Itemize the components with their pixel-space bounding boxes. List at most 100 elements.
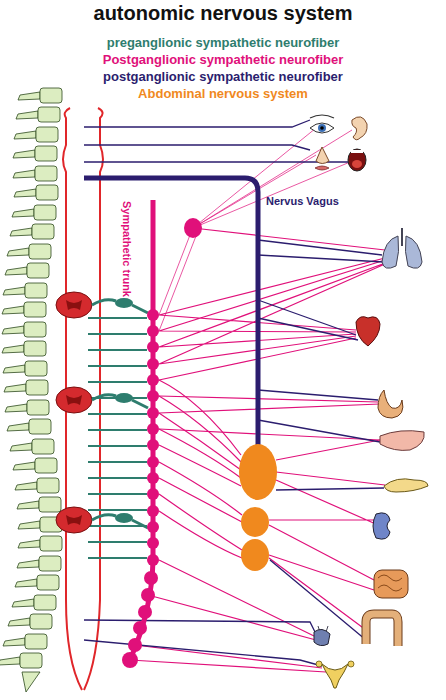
spinal-nerve-root bbox=[92, 515, 116, 520]
preganglionic-fibers bbox=[88, 318, 147, 558]
spinal-nerve-root bbox=[132, 305, 148, 313]
diagram-title: autonomic nervous system bbox=[0, 2, 446, 25]
trunk-ganglion bbox=[147, 521, 159, 533]
cord-cross-section bbox=[56, 387, 92, 413]
vertebra bbox=[14, 185, 58, 200]
vertebra bbox=[18, 88, 62, 103]
vertebra bbox=[18, 536, 62, 551]
sympathetic-trunk bbox=[122, 200, 202, 668]
vertebra bbox=[10, 224, 54, 239]
eye bbox=[310, 123, 334, 133]
trunk-ganglion bbox=[147, 439, 159, 451]
trunk-ganglion bbox=[147, 341, 159, 353]
vertebra bbox=[13, 458, 57, 473]
grey-matter bbox=[66, 300, 82, 310]
postganglionic-fibers-navy bbox=[84, 120, 384, 666]
spinal-ganglion bbox=[115, 513, 133, 523]
trunk-ganglion bbox=[147, 537, 159, 549]
vertebra bbox=[17, 497, 61, 512]
legend-text: Postganglionic sympathetic neurofiber bbox=[103, 52, 344, 67]
ear bbox=[352, 117, 367, 140]
lips bbox=[315, 166, 329, 170]
trunk-ganglion bbox=[147, 407, 159, 419]
ovary bbox=[316, 661, 322, 667]
trunk-ganglion bbox=[147, 325, 159, 337]
vertebra bbox=[13, 166, 57, 181]
trunk-ganglion bbox=[147, 423, 159, 435]
trunk-ganglion bbox=[144, 571, 158, 585]
vertebra bbox=[3, 361, 47, 376]
vertebra bbox=[7, 419, 51, 434]
trunk-ganglion bbox=[147, 374, 159, 386]
coccyx bbox=[22, 672, 40, 692]
legend-text: postganglionic sympathetic neurofiber bbox=[103, 69, 343, 84]
trunk-ganglion bbox=[147, 358, 159, 370]
legend-swatch: preganglionic sympathetic neurofiber bbox=[0, 36, 446, 51]
colon bbox=[366, 614, 398, 646]
postganglionic-fiber bbox=[269, 440, 385, 630]
vertebra bbox=[3, 634, 47, 649]
bladder bbox=[314, 629, 330, 645]
kidney bbox=[373, 513, 390, 539]
colon-outline bbox=[366, 614, 398, 646]
trunk-ganglion bbox=[147, 472, 159, 484]
trachea bbox=[401, 228, 403, 246]
legend-swatch: postganglionic sympathetic neurofiber bbox=[0, 70, 446, 85]
pancreas bbox=[384, 479, 428, 492]
ovary bbox=[348, 661, 354, 667]
cord-cross-section bbox=[56, 507, 92, 533]
vertebra bbox=[5, 400, 49, 415]
eyebrow bbox=[310, 115, 334, 118]
celiac-ganglion bbox=[239, 444, 277, 500]
uterus bbox=[322, 664, 348, 688]
trunk-ganglion bbox=[147, 488, 159, 500]
pelvic-fiber bbox=[130, 560, 326, 672]
vagal-branch bbox=[258, 240, 384, 640]
legend-swatch: Abdominal nervous system bbox=[0, 87, 446, 102]
stomach bbox=[378, 390, 403, 418]
spinal-nerve-root bbox=[92, 395, 116, 400]
trunk-ganglion bbox=[141, 588, 155, 602]
spinal-segments bbox=[56, 292, 148, 533]
vertebra bbox=[7, 244, 51, 259]
tongue bbox=[352, 160, 362, 168]
vertebra bbox=[3, 283, 47, 298]
vertebral-column bbox=[0, 88, 62, 692]
trunk-ganglion bbox=[147, 390, 159, 402]
spinal-nerve-root bbox=[132, 520, 148, 528]
vertebra bbox=[4, 380, 48, 395]
heart bbox=[356, 317, 380, 346]
mouth bbox=[348, 149, 366, 171]
trunk-ganglion bbox=[138, 605, 152, 619]
cranial-nerve-fiber bbox=[84, 120, 348, 162]
vertebra bbox=[2, 341, 46, 356]
legend-text: Abdominal nervous system bbox=[138, 86, 308, 101]
vertebra bbox=[14, 127, 58, 142]
legend-text: preganglionic sympathetic neurofiber bbox=[107, 35, 340, 50]
preganglionic-fiber bbox=[88, 318, 147, 558]
spinal-nerve-root bbox=[92, 300, 116, 305]
cervical-ganglion bbox=[184, 218, 202, 238]
trunk-ganglion bbox=[133, 621, 147, 635]
trunk-ganglion bbox=[122, 652, 138, 668]
vertebra bbox=[2, 302, 46, 317]
abdominal-ganglia bbox=[239, 444, 277, 571]
teeth bbox=[351, 150, 363, 153]
trunk-label: Sympathetic trunk bbox=[120, 201, 133, 297]
trunk-ganglion bbox=[147, 505, 159, 517]
mesenteric-ganglion bbox=[241, 507, 269, 537]
splanchnic-fiber bbox=[159, 380, 242, 558]
trunk-ganglion bbox=[147, 309, 159, 321]
grey-matter bbox=[66, 395, 82, 405]
spinal-ganglion bbox=[115, 393, 133, 403]
vertebra bbox=[10, 439, 54, 454]
cord-cross-section bbox=[56, 292, 92, 318]
lung bbox=[382, 236, 399, 268]
pupil bbox=[320, 126, 324, 130]
iris bbox=[318, 124, 326, 132]
vertebra bbox=[12, 595, 56, 610]
nose bbox=[316, 147, 329, 164]
